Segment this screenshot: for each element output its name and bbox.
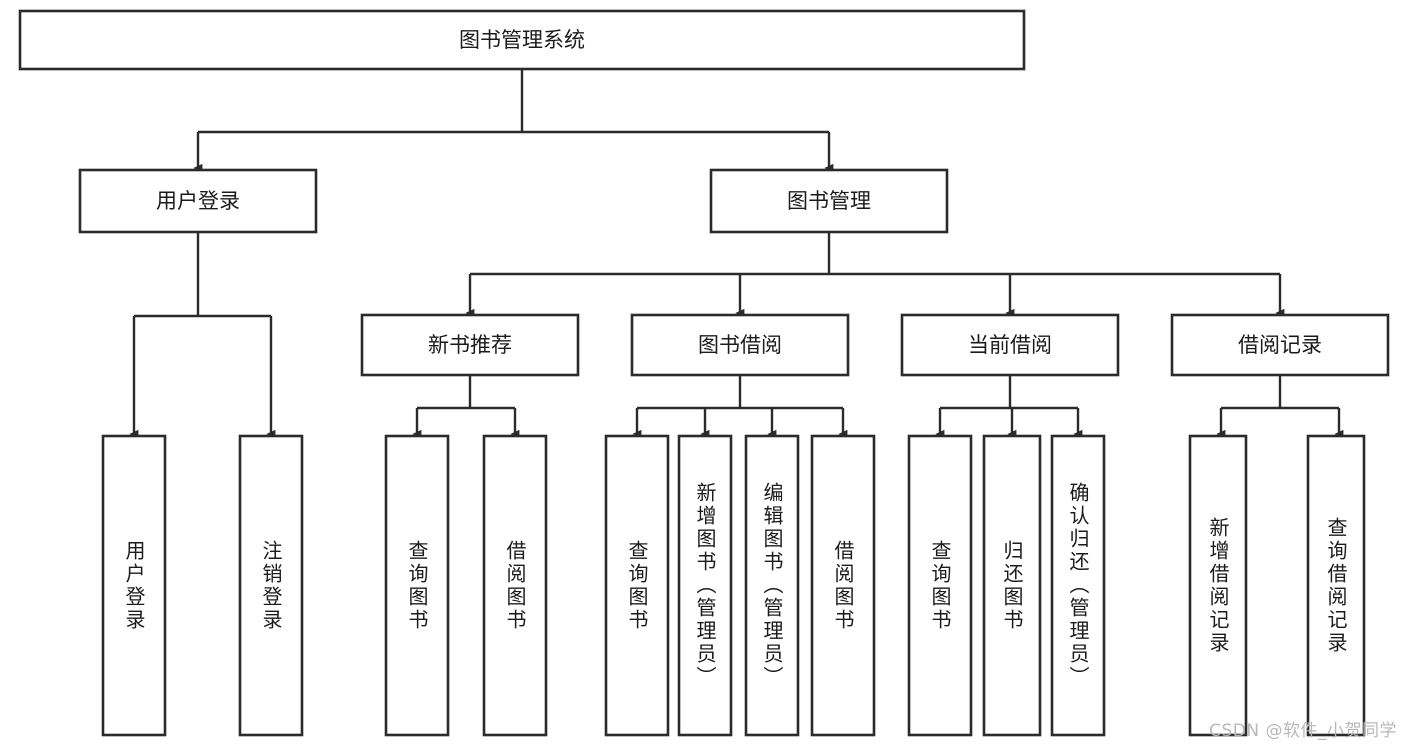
leaf-box[interactable] <box>384 434 450 737</box>
node-book-borrow[interactable]: 图书借阅 <box>630 313 850 377</box>
leaf-box[interactable] <box>744 434 800 737</box>
node-user-login[interactable]: 用户登录 <box>78 168 318 234</box>
node-label: 新书推荐 <box>428 333 512 357</box>
node-box[interactable] <box>360 313 580 377</box>
leaf-box[interactable] <box>1188 434 1248 737</box>
node-box[interactable] <box>18 9 1026 71</box>
node-leaf-query-book-3[interactable] <box>907 434 973 737</box>
node-book-manage[interactable]: 图书管理 <box>709 168 949 234</box>
node-borrow-record[interactable]: 借阅记录 <box>1170 313 1390 377</box>
node-label: 图书管理 <box>787 189 871 213</box>
leaf-box[interactable] <box>677 434 733 737</box>
node-box[interactable] <box>78 168 318 234</box>
node-leaf-borrow-book-2[interactable] <box>810 434 876 737</box>
leaf-box[interactable] <box>238 434 304 737</box>
node-leaf-confirm-return-admin[interactable] <box>1050 434 1106 737</box>
leaf-box[interactable] <box>907 434 973 737</box>
node-box[interactable] <box>709 168 949 234</box>
node-box[interactable] <box>1170 313 1390 377</box>
connector-group <box>465 232 1285 318</box>
connector-group <box>935 375 1083 439</box>
node-box[interactable] <box>630 313 850 377</box>
node-leaf-borrow-book-1[interactable] <box>482 434 548 737</box>
node-leaf-user-login[interactable] <box>101 434 167 737</box>
node-label: 当前借阅 <box>968 333 1052 357</box>
connector-group <box>632 375 848 439</box>
node-root[interactable]: 图书管理系统 <box>18 9 1026 71</box>
leaf-box[interactable] <box>604 434 670 737</box>
connector-group <box>129 232 276 439</box>
node-leaf-edit-book-admin[interactable] <box>744 434 800 737</box>
connector-group <box>412 375 520 439</box>
connector-group <box>1216 375 1344 439</box>
node-leaf-user-logout[interactable] <box>238 434 304 737</box>
node-label: 用户登录 <box>156 189 240 213</box>
node-leaf-add-book-admin[interactable] <box>677 434 733 737</box>
connector-lines <box>129 69 1344 439</box>
node-new-book-recommend[interactable]: 新书推荐 <box>360 313 580 377</box>
node-label: 借阅记录 <box>1238 333 1322 357</box>
leaf-box[interactable] <box>1050 434 1106 737</box>
csdn-watermark: CSDN @软件_小贺同学 <box>1209 721 1397 741</box>
leaf-box[interactable] <box>101 434 167 737</box>
leaf-box[interactable] <box>1306 434 1366 737</box>
node-leaf-query-book-1[interactable] <box>384 434 450 737</box>
node-leaf-add-borrow-record[interactable] <box>1188 434 1248 737</box>
node-label: 图书借阅 <box>698 333 782 357</box>
node-label: 图书管理系统 <box>459 28 585 52</box>
node-leaf-return-book[interactable] <box>982 434 1042 737</box>
node-box[interactable] <box>900 313 1120 377</box>
node-current-borrow[interactable]: 当前借阅 <box>900 313 1120 377</box>
leaf-box[interactable] <box>810 434 876 737</box>
node-leaf-query-borrow-record[interactable] <box>1306 434 1366 737</box>
leaf-box[interactable] <box>982 434 1042 737</box>
node-leaf-query-book-2[interactable] <box>604 434 670 737</box>
leaf-box[interactable] <box>482 434 548 737</box>
connector-group <box>193 69 834 173</box>
